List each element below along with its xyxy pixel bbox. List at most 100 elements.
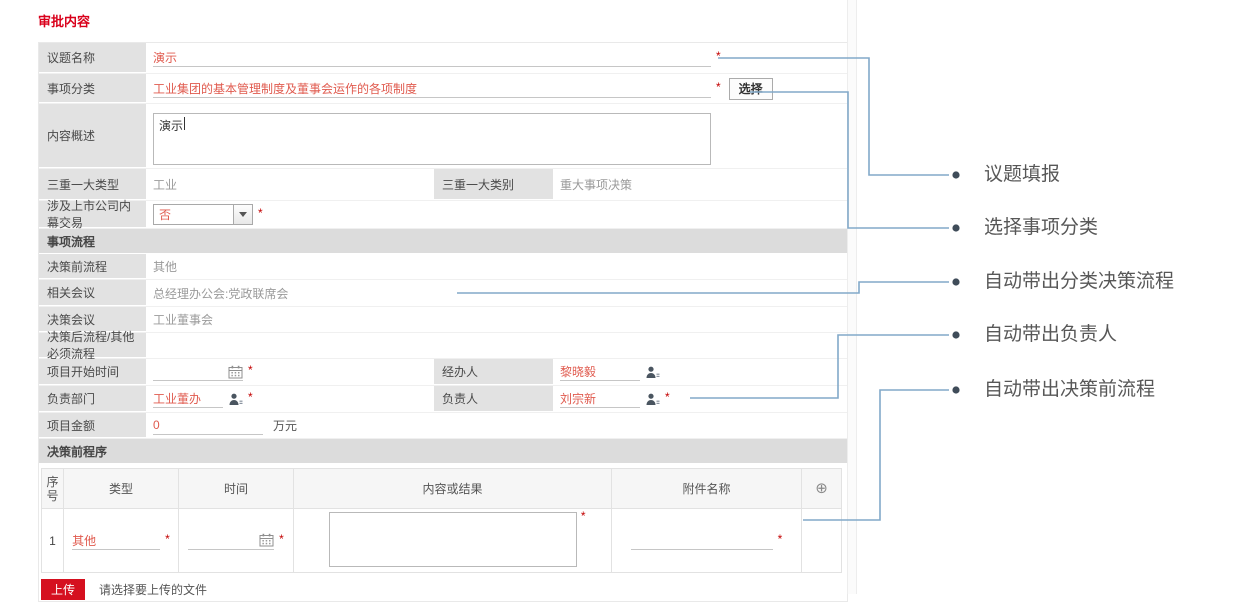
handler-input[interactable]: 黎晓毅 xyxy=(560,363,640,381)
pre-decision-process-label: 决策前流程 xyxy=(39,254,146,279)
insider-trading-select[interactable]: 否 xyxy=(153,204,253,225)
required-marker: * xyxy=(258,205,263,220)
responsible-dept-label: 负责部门 xyxy=(39,386,146,412)
matter-category-input[interactable]: 工业集团的基本管理制度及董事会运作的各项制度 xyxy=(153,80,711,98)
callout-bullet xyxy=(952,278,960,286)
procedure-table: 序号 类型 时间 内容或结果 附件名称 ⊕ 1 其他 * xyxy=(41,468,842,573)
required-marker: * xyxy=(165,531,170,546)
topic-name-input[interactable]: 演示 xyxy=(153,49,711,67)
topic-name-label: 议题名称 xyxy=(39,43,146,73)
choose-category-button[interactable]: 选择 xyxy=(728,77,773,100)
row-post-decision-process: 决策后流程/其他必须流程 xyxy=(39,330,847,361)
callout-bullet xyxy=(952,386,960,394)
callout-auto-decision-flow: 自动带出分类决策流程 xyxy=(984,271,1175,292)
project-start-date-label: 项目开始时间 xyxy=(39,359,146,385)
callout-select-category: 选择事项分类 xyxy=(984,217,1099,238)
responsible-dept-value: 工业董办 xyxy=(153,392,202,406)
col-header-no: 序号 xyxy=(41,468,64,509)
attachment-name-input[interactable] xyxy=(630,532,773,550)
callout-bullet xyxy=(952,331,960,339)
scrollbar-track[interactable] xyxy=(847,0,857,594)
responsible-person-label: 负责人 xyxy=(434,386,553,412)
add-row-icon[interactable]: ⊕ xyxy=(815,479,828,497)
callout-auto-pre-decision-flow: 自动带出决策前流程 xyxy=(984,379,1156,400)
required-marker: * xyxy=(279,531,284,546)
procedure-time-input[interactable] xyxy=(188,532,275,550)
col-header-type: 类型 xyxy=(63,468,179,509)
callout-bullet xyxy=(952,224,960,232)
row-related-meeting: 相关会议 总经理办公会:党政联席会 xyxy=(39,280,847,307)
project-amount-label: 项目金额 xyxy=(39,413,146,438)
amount-unit: 万元 xyxy=(273,419,298,433)
cell-add xyxy=(801,508,842,573)
three-major-category-value: 重大事项决策 xyxy=(560,178,633,192)
procedure-table-row: 1 其他 * xyxy=(41,508,842,573)
row-three-major: 三重一大类型 工业 三重一大类别 重大事项决策 xyxy=(39,169,847,201)
required-marker: * xyxy=(248,390,253,404)
row-dept-person: 负责部门 工业董办 * 负责人 刘宗新 xyxy=(39,386,847,413)
col-header-attachment: 附件名称 xyxy=(611,468,802,509)
row-content-summary: 内容概述 演示 xyxy=(39,104,847,169)
calendar-icon[interactable] xyxy=(228,365,243,379)
upload-button[interactable]: 上传 xyxy=(41,578,86,600)
procedure-content-textarea[interactable] xyxy=(328,511,577,567)
required-marker: * xyxy=(777,531,783,546)
three-major-category-label: 三重一大类别 xyxy=(434,169,553,200)
required-marker: * xyxy=(665,390,670,404)
upload-row: 上传 请选择要上传的文件 xyxy=(39,573,847,601)
row-topic-name: 议题名称 演示 * xyxy=(39,43,847,74)
callout-topic-entry: 议题填报 xyxy=(984,164,1061,185)
pre-decision-process-value: 其他 xyxy=(153,260,178,274)
three-major-type-label: 三重一大类型 xyxy=(39,169,146,200)
matter-category-label: 事项分类 xyxy=(39,74,146,103)
page-title: 审批内容 xyxy=(38,14,91,29)
three-major-type-value: 工业 xyxy=(153,178,178,192)
select-person-icon[interactable] xyxy=(646,393,660,406)
procedure-type-value: 其他 xyxy=(72,533,97,548)
section-pre-procedure: 决策前程序 xyxy=(39,439,847,464)
procedure-type-input[interactable]: 其他 xyxy=(72,532,161,550)
content-summary-value: 演示 xyxy=(159,118,184,133)
col-header-content: 内容或结果 xyxy=(293,468,612,509)
section-matter-process: 事项流程 xyxy=(39,229,847,254)
text-caret xyxy=(184,116,186,130)
upload-hint: 请选择要上传的文件 xyxy=(99,582,208,597)
related-meeting-value: 总经理办公会:党政联席会 xyxy=(153,286,289,301)
handler-value: 黎晓毅 xyxy=(560,365,597,379)
content-summary-label: 内容概述 xyxy=(39,104,146,168)
project-amount-value: 0 xyxy=(153,418,160,432)
content-summary-textarea[interactable]: 演示 xyxy=(153,112,711,165)
required-marker: * xyxy=(716,49,721,63)
callout-auto-responsible-person: 自动带出负责人 xyxy=(984,324,1118,345)
calendar-icon[interactable] xyxy=(259,533,274,547)
post-decision-process-label: 决策后流程/其他必须流程 xyxy=(39,330,146,361)
insider-trading-value: 否 xyxy=(159,208,172,222)
responsible-person-input[interactable]: 刘宗新 xyxy=(560,390,640,408)
project-start-date-input[interactable] xyxy=(153,363,243,381)
required-marker: * xyxy=(716,79,721,94)
chevron-down-icon[interactable] xyxy=(233,205,252,224)
row-project-amount: 项目金额 0 万元 xyxy=(39,413,847,439)
required-marker: * xyxy=(248,363,253,377)
cell-row-no: 1 xyxy=(41,508,64,573)
col-header-time: 时间 xyxy=(178,468,294,509)
matter-category-value: 工业集团的基本管理制度及董事会运作的各项制度 xyxy=(153,81,418,96)
chevron-glyph xyxy=(239,212,247,217)
procedure-table-header-row: 序号 类型 时间 内容或结果 附件名称 ⊕ xyxy=(41,468,842,509)
project-amount-input[interactable]: 0 xyxy=(153,417,263,435)
responsible-dept-input[interactable]: 工业董办 xyxy=(153,390,223,408)
insider-trading-label: 涉及上市公司内幕交易 xyxy=(39,199,146,230)
row-insider-trading: 涉及上市公司内幕交易 否 * xyxy=(39,199,847,230)
select-person-icon[interactable] xyxy=(229,393,243,406)
select-person-icon[interactable] xyxy=(646,366,660,379)
row-matter-category: 事项分类 工业集团的基本管理制度及董事会运作的各项制度 * 选择 xyxy=(39,74,847,104)
decision-meeting-label: 决策会议 xyxy=(39,307,146,332)
procedure-table-wrap: 序号 类型 时间 内容或结果 附件名称 ⊕ 1 其他 * xyxy=(39,464,847,573)
handler-label: 经办人 xyxy=(434,359,553,385)
callout-bullet xyxy=(952,171,960,179)
row-decision-meeting: 决策会议 工业董事会 xyxy=(39,307,847,333)
row-start-date-handler: 项目开始时间 * 经办人 黎晓毅 xyxy=(39,359,847,386)
decision-meeting-value: 工业董事会 xyxy=(153,313,214,327)
row-pre-decision-process: 决策前流程 其他 xyxy=(39,254,847,280)
